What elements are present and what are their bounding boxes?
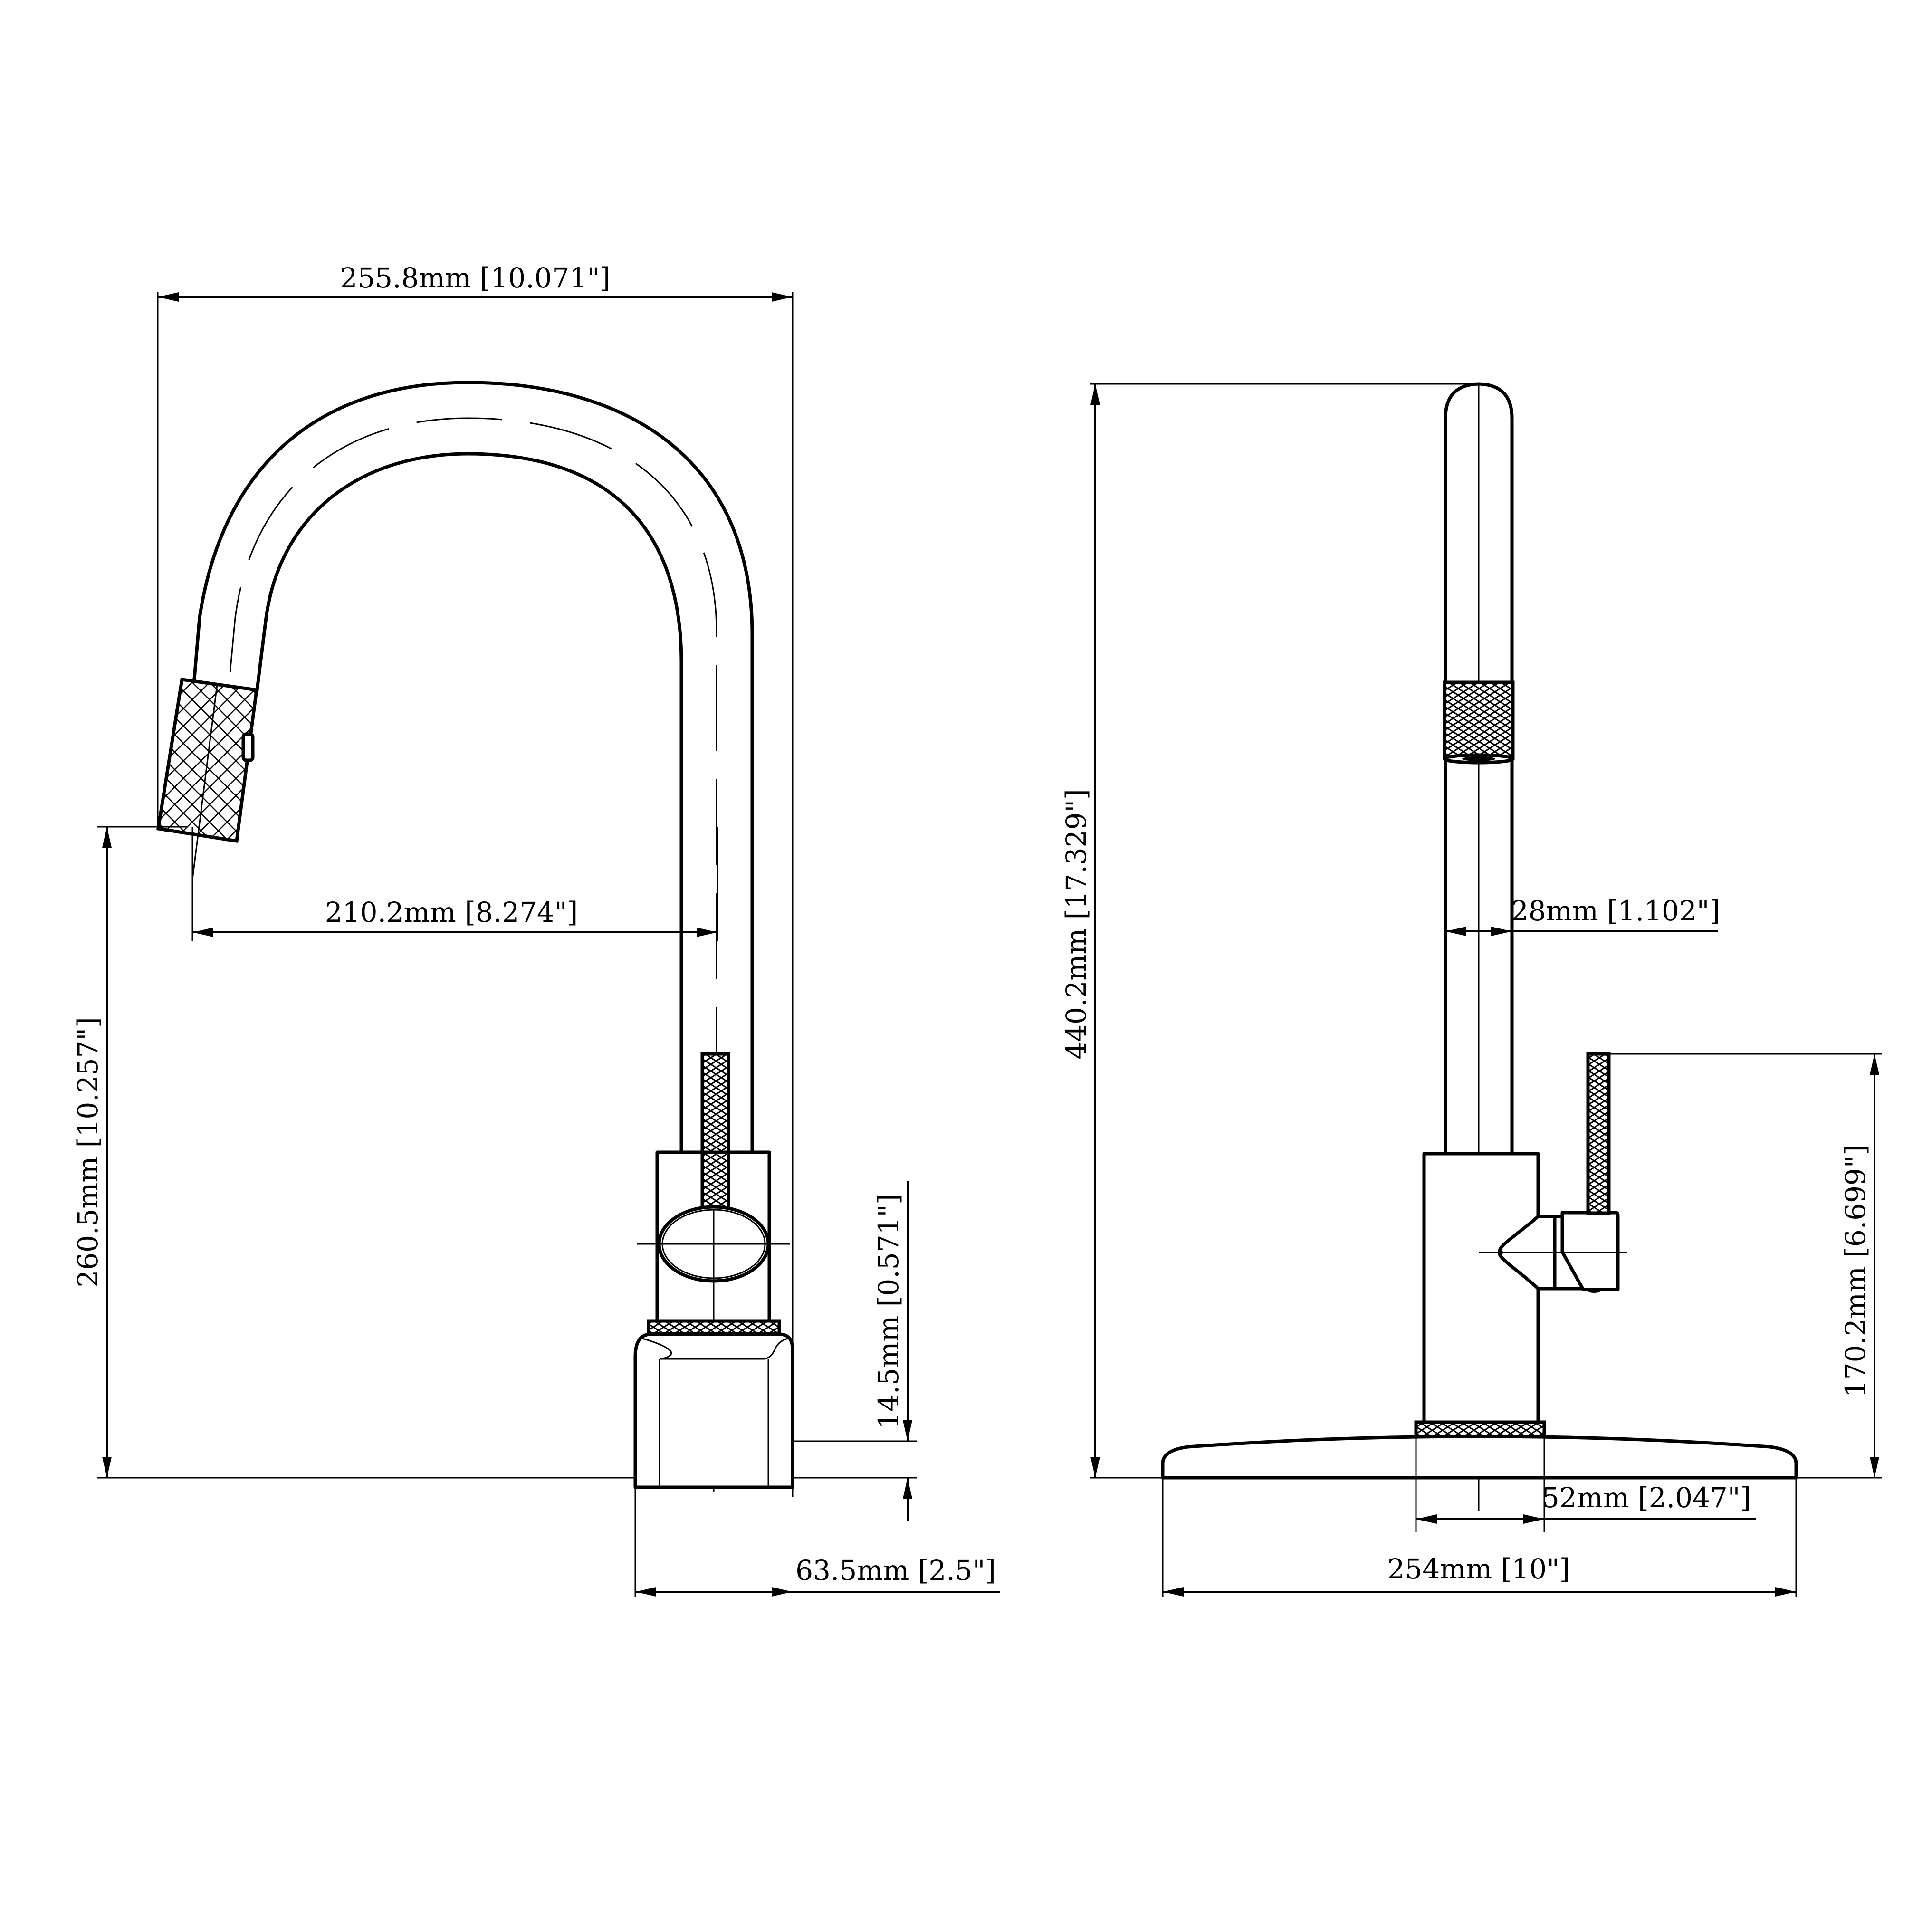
spout-center-dashed (227, 417, 717, 1093)
front-view-dimensions: 255.8mm [10.071"] 210.2mm [8.274"] 260.5… (72, 262, 1000, 1597)
handle-height-label: 170.2mm [6.699"] (1839, 1145, 1872, 1397)
handle-block[interactable] (1560, 1211, 1620, 1291)
spray-button[interactable] (241, 732, 255, 762)
spout-inner-curve (255, 452, 683, 694)
spout-diameter-label: 28mm [1.102"] (1511, 895, 1720, 927)
deck-plate[interactable] (1161, 1435, 1798, 1480)
base-diameter-label: 63.5mm [2.5"] (795, 1554, 996, 1587)
handle-lever-over-body (700, 1150, 730, 1210)
side-body (1422, 1152, 1540, 1424)
front-view (156, 381, 794, 1492)
deck-plate-label: 254mm [10"] (1387, 1553, 1570, 1585)
column-aerator (1462, 756, 1495, 761)
base-thickness-label: 14.5mm [0.571"] (872, 1194, 905, 1429)
column-knurl-band (1443, 680, 1515, 760)
overall-height-label: 440.2mm [17.329"] (1060, 789, 1092, 1059)
base-ring (647, 1319, 781, 1336)
handle-screw (1588, 1288, 1601, 1293)
spray-head-seam (191, 684, 218, 880)
side-view-dimensions: 440.2mm [17.329"] 28mm [1.102"] 170.2mm … (1060, 383, 1882, 1597)
spout-reach-label: 210.2mm [8.274"] (325, 896, 578, 928)
side-base-ring (1414, 1420, 1546, 1438)
side-handle-lever[interactable] (1586, 1052, 1611, 1215)
side-view (1161, 382, 1798, 1511)
spout-outer-curve (192, 381, 754, 685)
spout-height-label: 260.5mm [10.257"] (72, 1017, 104, 1287)
body-diameter-label: 52mm [2.047"] (1542, 1482, 1751, 1514)
base-plate-top-curve (639, 1337, 792, 1360)
overall-reach-label: 255.8mm [10.071"] (340, 262, 610, 294)
